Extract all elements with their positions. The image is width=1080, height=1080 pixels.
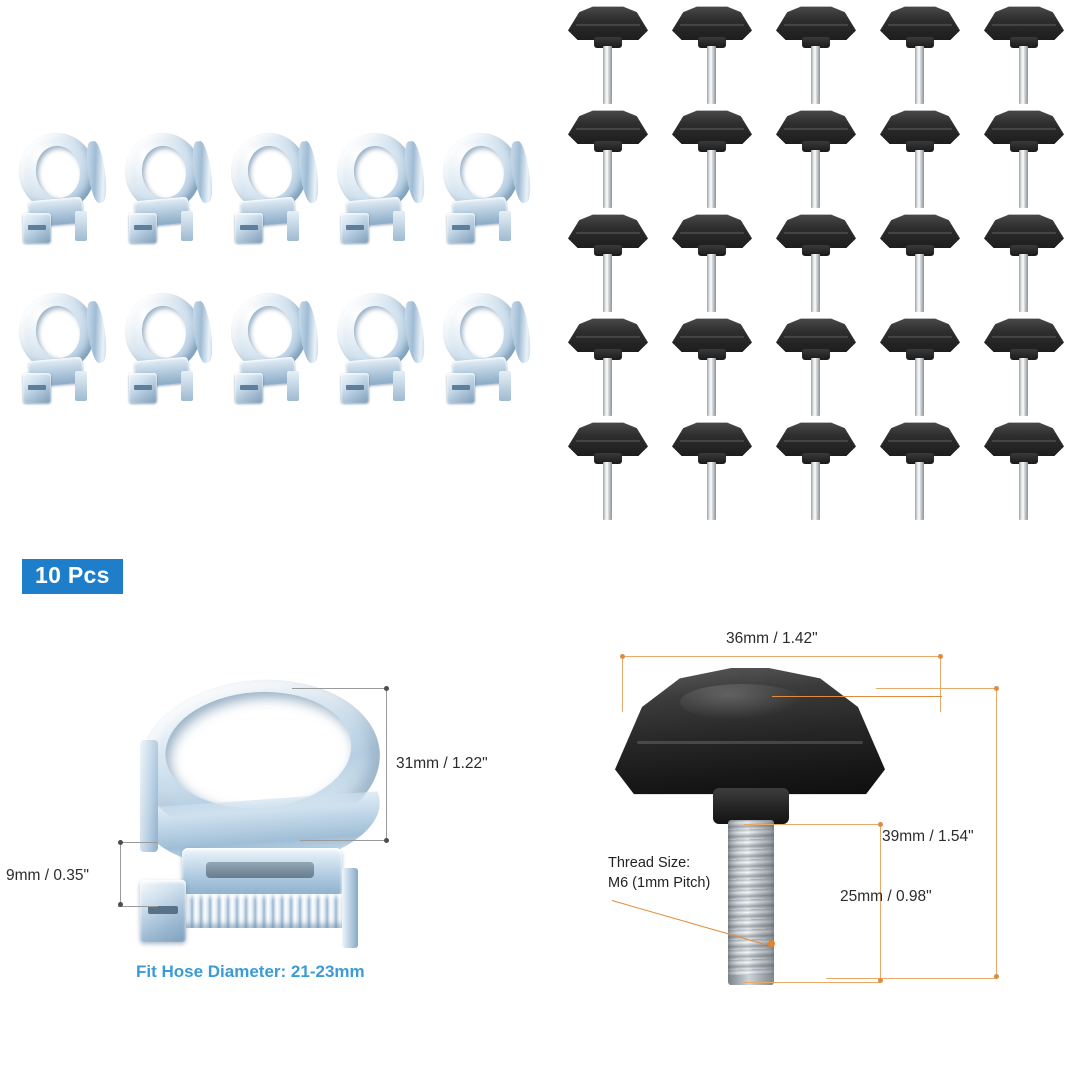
clamp-item [432,112,538,272]
knob-thread-leader-bottom [744,982,880,983]
knob-item [764,212,868,316]
knob-item [764,108,868,212]
knob-width-label: 36mm / 1.42" [726,630,818,647]
knob-item [972,316,1076,420]
knob-item [556,420,660,524]
clamp-item [8,112,114,272]
clamp-width-tick-top [118,840,123,845]
knob-item [868,316,972,420]
knob-item [556,4,660,108]
knob-item [972,4,1076,108]
clamp-height-label: 31mm / 1.22" [396,755,488,772]
clamp-photo-grid [8,112,538,432]
knob-illustration [615,668,905,988]
knob-item [972,212,1076,316]
knob-thread-tick-bottom [878,978,883,983]
knob-item [660,4,764,108]
thread-size-note: Thread Size: M6 (1mm Pitch) [608,855,711,891]
clamp-item [8,272,114,432]
knob-item [660,108,764,212]
knob-photo-grid [556,4,1076,520]
clamp-dimension-diagram: 31mm / 1.22" 9mm / 0.35" Fit Hose Diamet… [0,620,540,1080]
clamp-item [326,272,432,432]
knob-item [660,420,764,524]
clamp-screw-housing [182,848,342,896]
clamp-height-dim-line [386,688,387,840]
clamp-item [220,272,326,432]
knob-item [660,316,764,420]
knob-height-label: 39mm / 1.54" [882,828,974,845]
knob-item [868,212,972,316]
thread-callout-point [768,940,775,947]
knob-item [556,108,660,212]
clamp-screw-thread [178,894,344,928]
clamp-band-tab [140,740,158,852]
knob-height-dim-line [996,688,997,978]
knob-height-tick-top [994,686,999,691]
knob-item [660,212,764,316]
knob-width-tick-left [620,654,625,659]
knob-item [972,420,1076,524]
clamp-item [114,272,220,432]
knob-height-tick-bottom [994,974,999,979]
knob-head [615,668,885,795]
clamp-item [220,112,326,272]
knob-width-ext-right [940,656,941,712]
knob-thread-length-label: 25mm / 0.98" [840,888,932,905]
knob-width-tick-right [938,654,943,659]
clamp-width-leader-top [118,842,158,843]
knob-item [556,212,660,316]
knob-item [764,420,868,524]
knob-head-callout-leader [772,696,942,697]
knob-item [972,108,1076,212]
clamp-item [326,112,432,272]
knob-item [868,108,972,212]
knob-item [556,316,660,420]
knob-item [868,420,972,524]
clamp-width-label: 9mm / 0.35" [6,867,90,884]
quantity-badge: 10 Pcs [22,559,123,594]
clamp-height-leader-top [292,688,386,689]
knob-dimension-diagram: 36mm / 1.42" 39mm / 1.54" 25mm / 0.98" T… [540,600,1080,1080]
clamp-height-tick-bottom [384,838,389,843]
knob-item [868,4,972,108]
clamp-height-leader-bottom [300,840,386,841]
clamp-post [342,868,358,948]
clamp-width-leader-bottom [118,906,158,907]
clamp-item [432,272,538,432]
clamp-width-dim-line [120,842,121,906]
knob-height-leader-top [876,688,996,689]
knob-threaded-stem [728,820,774,985]
knob-item [764,316,868,420]
knob-thread-leader-top [744,824,880,825]
knob-collar [713,788,789,824]
clamp-bolt-head [140,880,186,942]
clamp-illustration [134,671,390,948]
clamp-height-tick-top [384,686,389,691]
knob-height-leader-bottom [826,978,996,979]
knob-width-ext-left [622,656,623,712]
knob-width-dim-line [622,656,940,657]
knob-item [764,4,868,108]
knob-thread-dim-line [880,824,881,982]
clamp-width-tick-bottom [118,902,123,907]
knob-thread-tick-top [878,822,883,827]
fit-hose-diameter-note: Fit Hose Diameter: 21-23mm [136,962,365,981]
clamp-item [114,112,220,272]
